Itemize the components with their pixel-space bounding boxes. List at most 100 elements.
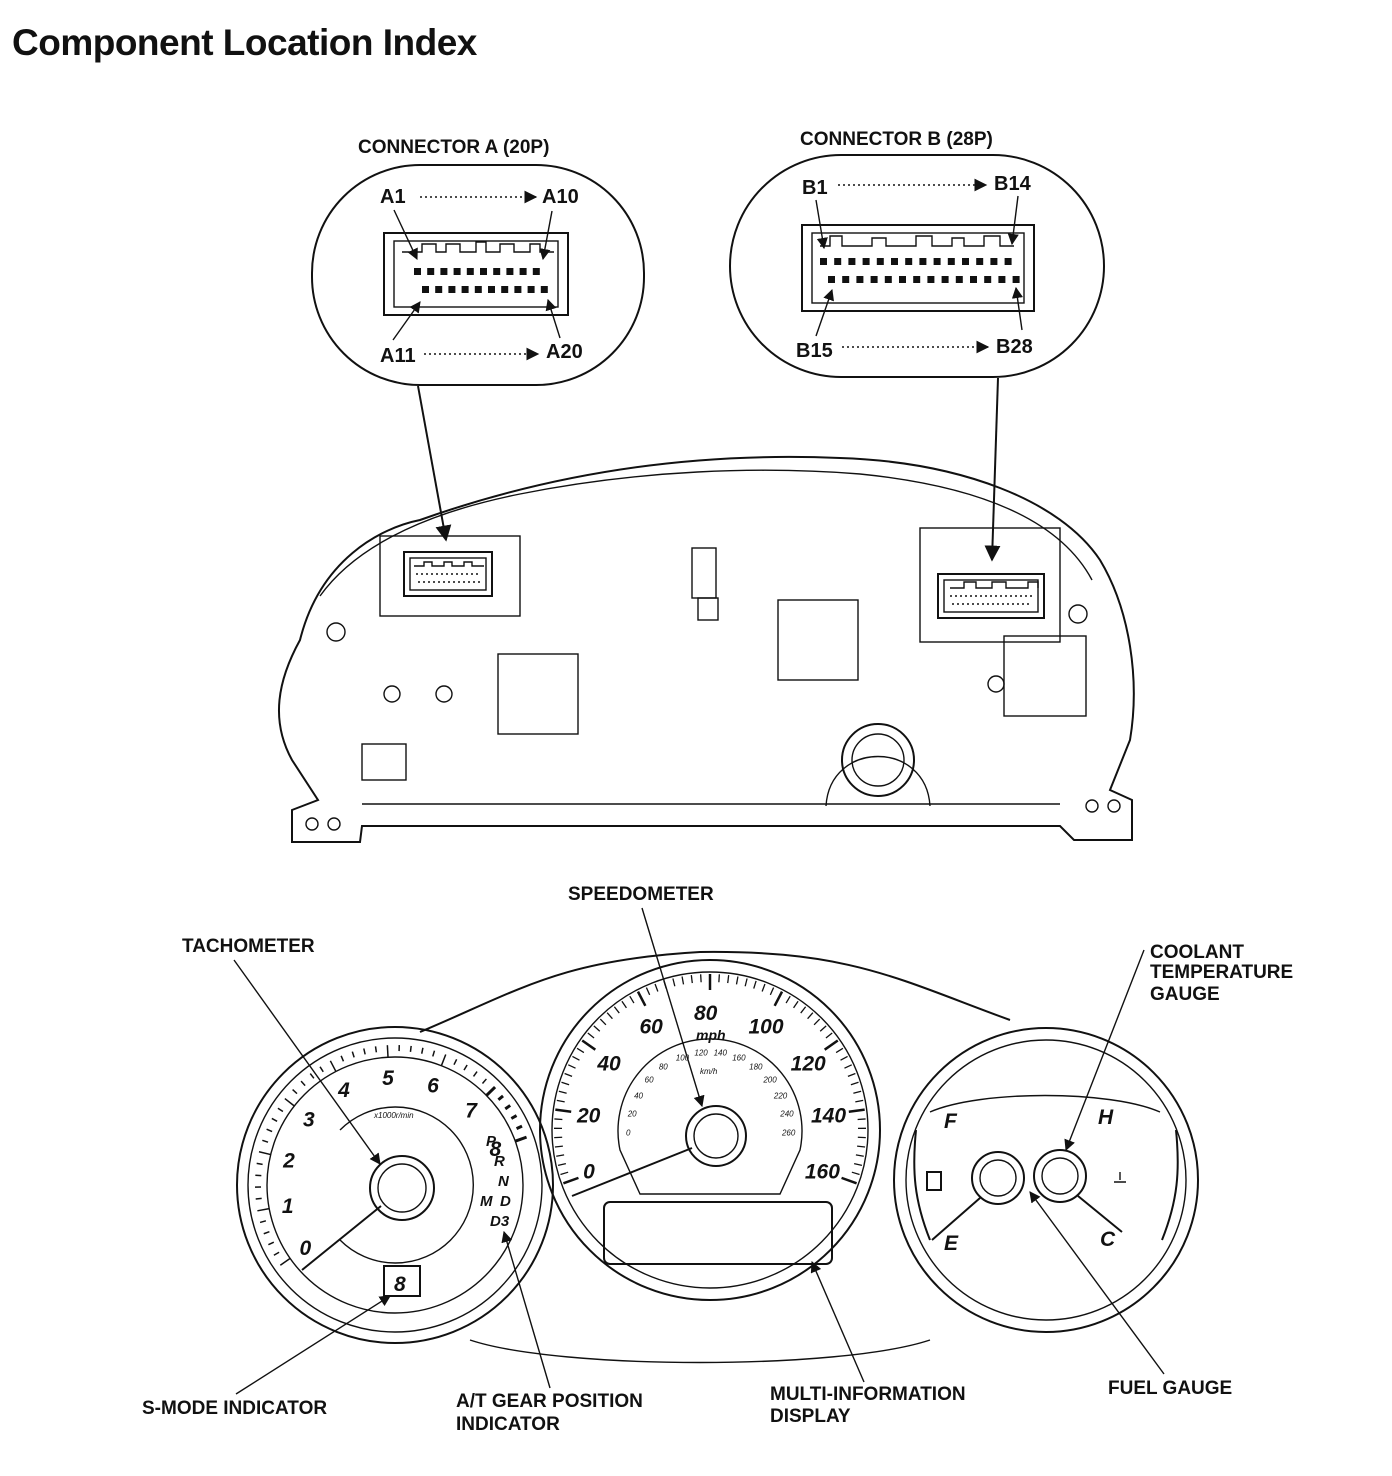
multi-information-display (603, 1201, 833, 1265)
mph-tick (621, 1000, 627, 1009)
s-mode-leader (235, 1295, 391, 1395)
connector-b-leader (984, 377, 1001, 562)
connector-a-pin (501, 286, 509, 293)
tach-tick (255, 1197, 262, 1200)
mph-tick (857, 1145, 866, 1148)
mph-tick (823, 1039, 839, 1051)
connector-b-pin (927, 276, 935, 283)
tach-tick (259, 1220, 267, 1224)
mid-leader (810, 1260, 865, 1383)
mph-tick (554, 1145, 563, 1148)
mph-number: 40 (596, 1052, 621, 1075)
mph-tick (727, 975, 730, 984)
mph-unit: mph (696, 1027, 726, 1043)
tach-needle (301, 1205, 382, 1271)
tach-tick (300, 1080, 306, 1087)
mph-tick (841, 1176, 858, 1185)
tach-number: 4 (337, 1079, 350, 1102)
mph-tick (561, 1081, 570, 1086)
connector-b-pin (913, 276, 921, 283)
mph-number: 100 (748, 1015, 783, 1038)
tach-tick (420, 1047, 424, 1054)
mph-number: 20 (576, 1105, 601, 1128)
coolant-label-line3: GAUGE (1150, 984, 1220, 1005)
mph-number: 120 (791, 1052, 826, 1075)
tach-number: 6 (427, 1074, 439, 1097)
connector-a-pin (461, 286, 469, 293)
kmh-number: 0 (626, 1129, 631, 1138)
coolant-label-line1: COOLANT (1150, 942, 1244, 963)
kmh-number: 100 (676, 1053, 690, 1062)
mph-tick (690, 975, 693, 984)
tachometer-label: TACHOMETER (182, 936, 315, 957)
speedometer-label: SPEEDOMETER (568, 884, 714, 905)
mph-tick (557, 1162, 567, 1167)
mph-tick (576, 1047, 585, 1054)
mph-tick (819, 1025, 827, 1032)
mph-tick (587, 1032, 595, 1039)
connector-a-pins (414, 268, 548, 293)
tach-tick (510, 1114, 518, 1120)
mph-tick (554, 1118, 563, 1121)
tach-tick (351, 1051, 355, 1058)
tach-tick (277, 1107, 284, 1113)
tach-tick (374, 1046, 378, 1053)
kmh-number: 180 (749, 1062, 763, 1071)
gear-d3: D3 (490, 1213, 510, 1230)
connector-a-body (383, 232, 569, 316)
mph-tick (735, 976, 739, 985)
mph-tick (850, 1081, 859, 1086)
mph-tick (773, 991, 784, 1007)
mph-tick (556, 1099, 565, 1103)
connector-a-title: CONNECTOR A (20P) (358, 137, 549, 158)
kmh-number: 20 (627, 1110, 637, 1119)
tach-tick (514, 1135, 528, 1143)
mph-number: 80 (694, 1002, 718, 1025)
mph-tick (567, 1064, 576, 1069)
tach-number: 5 (382, 1067, 394, 1090)
mph-tick (800, 1006, 807, 1014)
mph-tick (654, 983, 659, 992)
mph-tick (769, 987, 775, 996)
connector-b-pin (998, 276, 1006, 283)
connector-a-pin (435, 286, 443, 293)
mph-tick (629, 995, 635, 1004)
mph-tick (857, 1118, 866, 1121)
mph-tick (562, 1176, 579, 1185)
mph-tick (761, 983, 766, 992)
connector-b-pin (984, 276, 992, 283)
fuel-temp-gauge: F E H C (893, 1027, 1199, 1333)
connector-a-pin (514, 286, 522, 293)
connector-a-pin (532, 268, 540, 275)
gear-m: M (480, 1193, 493, 1210)
connector-a-pin (480, 268, 487, 275)
tach-tick (256, 1162, 263, 1166)
kmh-unit: km/h (700, 1067, 718, 1076)
tach-tick (440, 1054, 447, 1066)
mph-tick (813, 1018, 821, 1026)
pin-b15-label: B15 (796, 340, 833, 362)
tach-tick (340, 1055, 345, 1062)
tach-tick (257, 1207, 270, 1212)
tach-tick (432, 1050, 436, 1057)
kmh-number: 160 (732, 1053, 746, 1062)
connector-b-pin (990, 258, 998, 265)
s-mode-display (383, 1265, 421, 1297)
fuel-gauge-leader (1029, 1191, 1165, 1375)
tach-tick (266, 1128, 273, 1133)
at-gear-leader (501, 1230, 551, 1389)
mph-number: 0 (583, 1160, 595, 1183)
tach-number: 1 (282, 1195, 294, 1218)
at-gear-label-line1: A/T GEAR POSITION (456, 1391, 643, 1412)
connector-b-pin (947, 258, 955, 265)
mid-label-line2: DISPLAY (770, 1406, 851, 1427)
connector-a-balloon (311, 164, 645, 386)
connector-b-pin (962, 258, 969, 265)
fuel-empty-mark: E (944, 1232, 959, 1255)
fuel-full-mark: F (944, 1110, 958, 1133)
kmh-number: 260 (781, 1129, 796, 1138)
tach-tick (463, 1064, 468, 1071)
mph-tick (840, 1055, 848, 1061)
tach-tick (284, 1097, 295, 1107)
connector-b-pin (820, 258, 827, 265)
